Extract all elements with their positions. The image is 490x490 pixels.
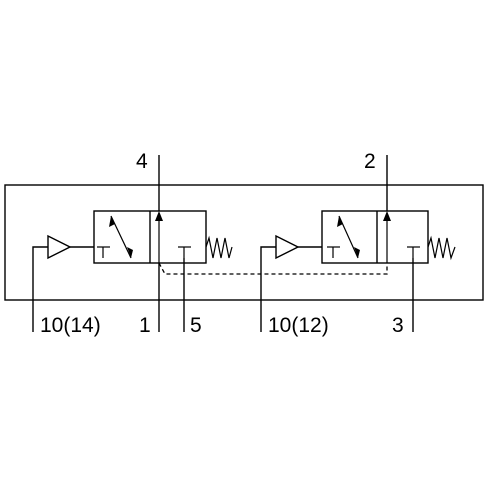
port-2-label: 2	[364, 150, 376, 173]
left-valve	[47, 210, 233, 264]
port-10-14-label: 10(14)	[40, 314, 101, 337]
right-valve-diagonal-arrowhead-lower	[354, 247, 360, 258]
internal-pilot-dashed-line	[158, 262, 388, 275]
right-pilot-triangle-icon	[275, 234, 300, 260]
port-10-12-line	[260, 246, 276, 332]
right-return-spring-icon	[427, 235, 456, 261]
port-10-14-line	[32, 246, 48, 332]
right-valve-body	[321, 210, 429, 264]
port-1-label: 1	[139, 314, 151, 337]
left-valve-diagonal-arrowhead	[109, 216, 115, 227]
left-return-spring-icon	[205, 235, 233, 259]
right-valve-diagonal-arrowhead	[337, 216, 343, 227]
right-valve-vertical-arrowhead	[383, 211, 391, 221]
port-3-label: 3	[392, 314, 404, 337]
port-5-label: 5	[190, 314, 202, 337]
left-valve-vertical-arrowhead	[155, 211, 163, 221]
port-10-12-label: 10(12)	[268, 314, 329, 337]
left-pilot-triangle-icon	[47, 234, 72, 260]
port-4-label: 4	[136, 150, 148, 173]
right-valve	[275, 210, 456, 264]
left-valve-diagonal-arrowhead-lower	[127, 247, 133, 258]
housing-frame	[4, 184, 484, 301]
